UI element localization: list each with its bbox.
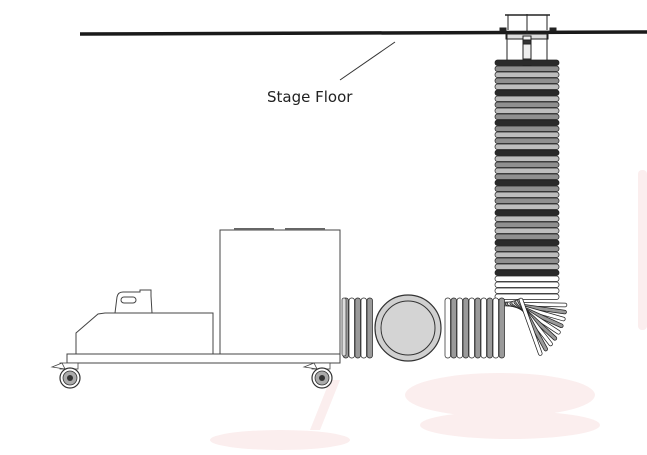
floor-outlet-vent <box>499 14 557 67</box>
background-smudges <box>210 170 647 450</box>
elbow-bend <box>500 297 568 356</box>
fog-machine <box>75 312 214 355</box>
cooler-box <box>219 228 341 355</box>
stage-floor-label: Stage Floor <box>267 88 353 106</box>
vertical-flexible-duct <box>494 59 560 300</box>
fluid-container <box>114 289 153 314</box>
cart-platform <box>66 353 341 364</box>
caster-wheels <box>50 362 333 389</box>
inline-circular-fan <box>374 294 442 362</box>
stage-floor <box>79 30 647 81</box>
duct-stub <box>341 297 347 357</box>
